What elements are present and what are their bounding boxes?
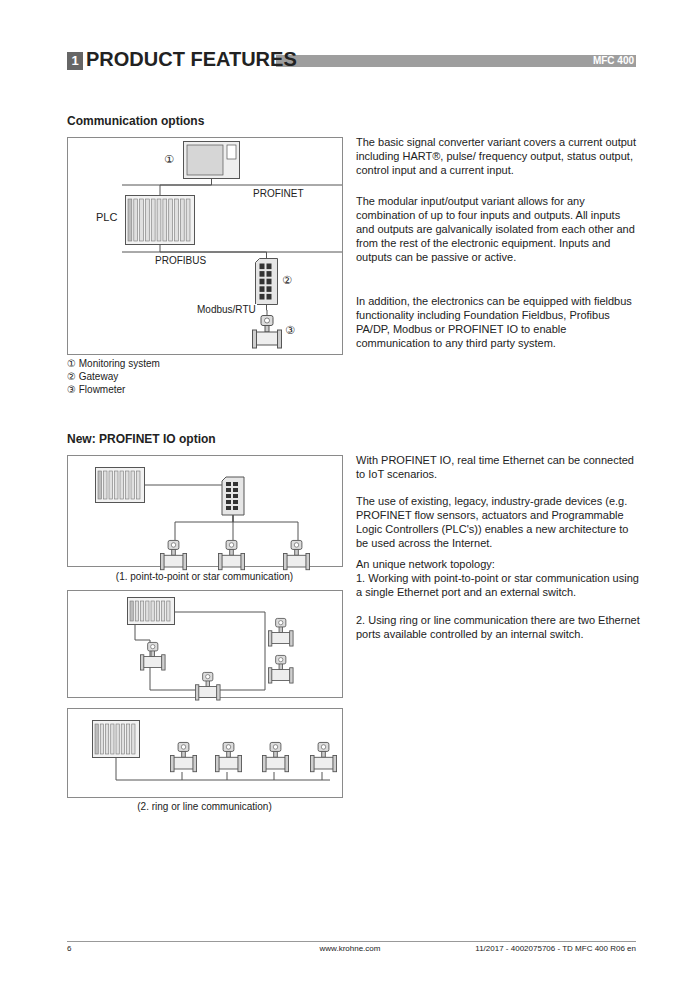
gateway-icon [255,258,278,305]
page-number: 6 [67,944,71,954]
flowmeter: ③ [252,315,282,349]
header-bar [276,55,636,67]
figure-frame [68,456,343,567]
network-cable [322,772,323,780]
body-paragraph: The modular input/output variant allows … [356,194,641,264]
network-cable [227,772,228,780]
network-cable [233,515,298,540]
section-heading: New: PROFINET IO option [67,431,216,447]
figure-caption: (1. point-to-point or star communication… [67,570,342,583]
network-cable [145,485,222,486]
flowmeter-icon [283,540,309,569]
profinet-bus [122,185,342,186]
body-paragraph: An unique network topology: [356,557,641,571]
network-cable [274,772,275,780]
bus-connector [266,305,268,315]
flowmeter-icon [262,742,288,771]
flowmeter-icon [140,642,165,670]
flowmeter-icon [218,540,244,569]
flowmeter-icon [252,315,282,349]
flowmeter-icon [195,672,220,700]
flowmeter-icon [215,742,241,771]
plc: PLC [125,195,195,245]
bus-connector [160,179,212,195]
plc-icon [96,468,145,503]
flowmeter-icon [160,540,186,569]
figure-frame [68,709,343,798]
footer-rule [67,941,636,942]
body-paragraph: The basic signal converter variant cover… [356,135,641,177]
flowmeter-icon [268,618,293,646]
bus-label: Modbus/RTU [196,304,257,316]
network-cable [135,612,265,690]
legend-entry: ③ Flowmeter [67,383,125,396]
footer-document-id: 11/2017 - 4002075706 - TD MFC 400 R06 en [380,944,636,954]
flowmeter-icon [170,742,196,771]
plc-icon [126,196,195,245]
page-title: PRODUCT FEATURES [86,47,297,71]
list-item: 1. Working with point-to-point or star c… [356,571,641,599]
section-number: 1 [67,52,83,70]
section-heading: Communication options [67,113,204,129]
plc-icon [93,721,140,758]
legend-entry: ② Gateway [67,370,118,383]
callout-number: ③ [285,324,295,337]
monitor-icon [183,141,240,179]
network-cable [116,758,330,780]
product-name: MFC 400 [560,55,634,67]
plc-icon [125,195,195,245]
body-paragraph: With PROFINET IO, real time Ethernet can… [356,453,641,481]
device-label: PLC [96,211,117,224]
switch-icon [222,477,244,515]
switch-icon [256,259,278,305]
bus-label: PROFINET [252,188,305,200]
gateway: ② [255,258,278,305]
network-cable [175,515,233,540]
body-paragraph: In addition, the electronics can be equi… [356,294,641,350]
flowmeter-icon [253,316,282,349]
figure-frame [68,138,343,355]
plc-icon [128,598,175,625]
figure-frame [68,591,343,698]
list-item: 2. Using ring or line communication ther… [356,613,641,641]
footer-url: www.krohne.com [250,944,450,954]
monitoring-system: ① [183,141,240,179]
network-cable [182,772,183,780]
callout-number: ② [282,274,292,287]
flowmeter-icon [268,655,293,683]
callout-number: ① [164,153,174,166]
bus-label: PROFIBUS [154,255,207,267]
figure-caption: (2. ring or line communication) [67,800,342,813]
legend-entry: ① Monitoring system [67,357,160,370]
body-paragraph: The use of existing, legacy, industry-gr… [356,494,641,550]
flowmeter-icon [310,742,336,771]
